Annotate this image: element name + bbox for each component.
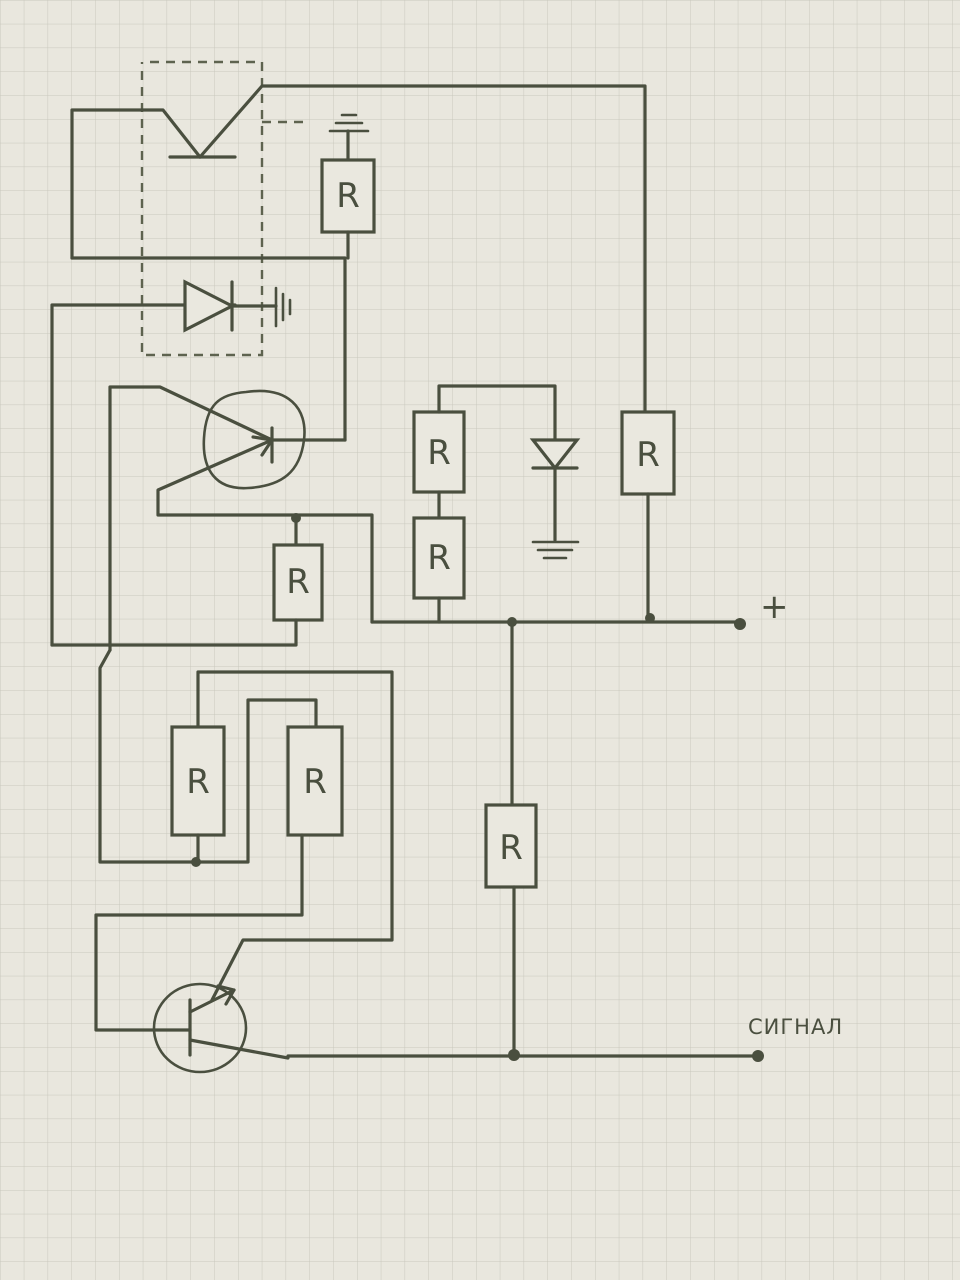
transistor-upper [108,385,374,652]
terminal-plus-dot [734,618,746,630]
wire-collector-loop [196,670,394,1002]
wire-left-lower [98,648,198,864]
resistor-r6-label: R [499,828,523,868]
diode-symbol [529,438,581,542]
resistor-r7-label: R [186,762,210,802]
junction-dot-rail [645,613,655,623]
resistor-r3: R [412,410,466,494]
terminal-signal-label: СИГНАЛ [748,1015,843,1039]
junction-dot-r2 [291,513,301,523]
phototransistor-symbol [70,84,647,414]
terminal-signal-dot [752,1050,764,1062]
optocoupler-led-symbol [50,256,347,647]
resistor-r7: R [170,725,226,837]
resistor-r8: R [286,725,344,837]
resistor-r1-label: R [336,176,360,216]
junction-dot-lower [191,857,201,867]
optocoupler-outline [140,60,264,357]
ground-icon-diode [531,540,580,560]
ground-icon-led [274,286,292,328]
wire-r3-diode [437,384,557,442]
resistor-r8-label: R [303,762,327,802]
wire-base-loop [94,833,304,1032]
resistor-r5: R [620,410,676,496]
resistor-r5-label: R [636,435,660,475]
wire-r2-bottom [50,618,298,647]
resistor-r2: R [272,543,324,622]
resistor-r3-label: R [427,433,451,473]
transistor-lower [152,982,290,1074]
resistor-r6: R [484,803,538,889]
junction-dot-signal [508,1049,520,1061]
resistor-r1: R [320,158,376,234]
resistor-r4: R [412,516,466,600]
resistor-r2-label: R [286,562,310,602]
terminal-plus-label: + [760,587,789,627]
resistor-r4-label: R [427,538,451,578]
